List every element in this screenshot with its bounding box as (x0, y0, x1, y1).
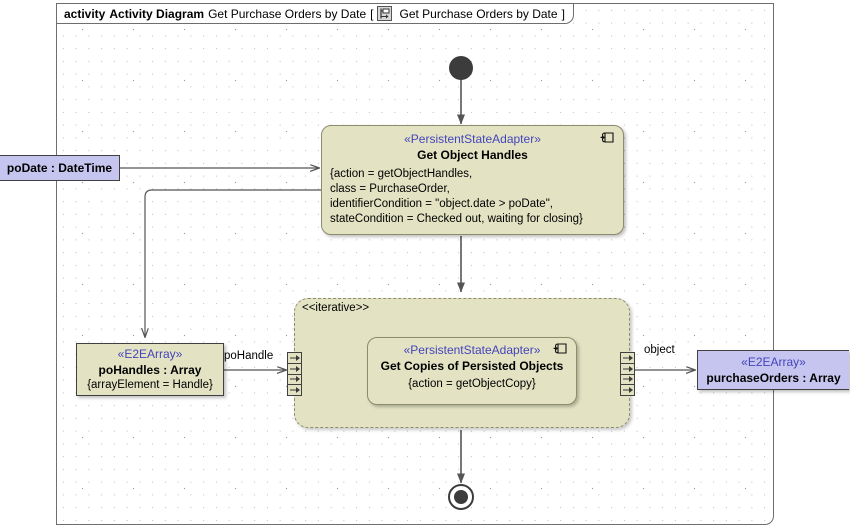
structured-activity-rake-icon (553, 341, 569, 356)
frame-title-tab[interactable]: activity Activity Diagram Get Purchase O… (56, 3, 574, 24)
purchaseorders-stereotype: «E2EArray» (741, 355, 806, 369)
expansion-input-pin-set[interactable] (287, 352, 302, 396)
expansion-pin (288, 364, 301, 375)
expansion-pin (621, 364, 634, 375)
pohandles-title: poHandles : Array (98, 363, 202, 377)
frame-name: Get Purchase Orders by Date (208, 6, 367, 21)
object-node-pohandles[interactable]: «E2EArray» poHandles : Array {arrayEleme… (76, 343, 224, 396)
get-object-handles-prop: stateCondition = Checked out, waiting fo… (330, 213, 583, 225)
expansion-pin (621, 375, 634, 386)
object-node-podate[interactable]: poDate : DateTime (0, 155, 120, 181)
object-node-purchaseorders[interactable]: «E2EArray» purchaseOrders : Array (697, 350, 849, 390)
get-object-handles-prop: {action = getObjectHandles, (330, 168, 473, 180)
frame-keyword: activity (64, 6, 106, 21)
expansion-pin (288, 353, 301, 364)
expansion-pin (621, 385, 634, 395)
activity-diagram-icon (377, 6, 393, 21)
podate-label: poDate : DateTime (6, 161, 113, 175)
frame-bracket-close: ] (561, 6, 565, 21)
get-object-handles-title: Get Object Handles (417, 148, 528, 162)
expansion-pin (288, 385, 301, 395)
pohandles-prop: {arrayElement = Handle} (87, 379, 213, 391)
frame-qualified-name: Get Purchase Orders by Date (399, 6, 558, 21)
expansion-output-pin-set[interactable] (620, 352, 635, 396)
edge-label-object: object (644, 344, 675, 356)
get-copies-prop: {action = getObjectCopy} (408, 378, 536, 390)
action-get-object-handles[interactable]: «PersistentStateAdapter» Get Object Hand… (321, 125, 624, 235)
get-object-handles-prop: identifierCondition = "object.date > poD… (330, 198, 553, 210)
get-copies-stereotype: «PersistentStateAdapter» (403, 343, 541, 357)
expansion-pin (621, 353, 634, 364)
purchaseorders-title: purchaseOrders : Array (706, 371, 841, 385)
expansion-region-stereotype: <<iterative>> (302, 302, 370, 314)
activity-frame (56, 3, 774, 525)
get-object-handles-prop: class = PurchaseOrder, (330, 183, 450, 195)
edge-label-pohandle: poHandle (224, 350, 274, 362)
structured-activity-rake-icon (600, 130, 616, 145)
pohandles-stereotype: «E2EArray» (117, 347, 183, 361)
get-copies-title: Get Copies of Persisted Objects (380, 359, 564, 373)
action-get-copies-of-persisted-objects[interactable]: «PersistentStateAdapter» Get Copies of P… (367, 337, 577, 405)
frame-diagram-kind: Activity Diagram (109, 6, 205, 21)
get-object-handles-stereotype: «PersistentStateAdapter» (404, 132, 541, 146)
frame-bracket-open: [ (370, 6, 374, 21)
expansion-pin (288, 375, 301, 386)
